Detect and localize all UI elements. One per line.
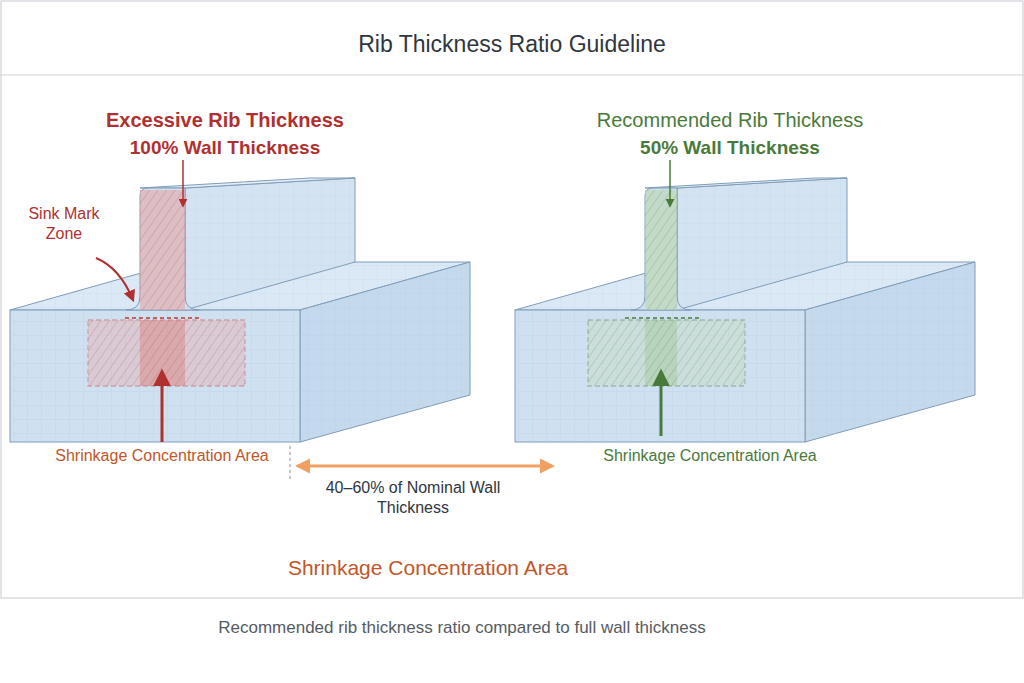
thickness-arrow bbox=[182, 160, 184, 206]
thickness-arrow bbox=[669, 160, 671, 206]
header-rule bbox=[0, 74, 1024, 75]
sink-overlay bbox=[140, 190, 185, 310]
ratio-label: 50% Wall Thickness bbox=[540, 136, 920, 160]
ratio-label: 100% Wall Thickness bbox=[40, 136, 410, 160]
excessive-rib-part bbox=[10, 178, 470, 482]
title: Rib Thickness Ratio Guideline bbox=[212, 30, 812, 59]
callout-label: Shrinkage Concentration Area bbox=[30, 446, 294, 466]
leader-arrow bbox=[96, 258, 133, 300]
callout-label: Sink Mark Zone bbox=[18, 204, 110, 244]
caption: Recommended rib thickness ratio compared… bbox=[112, 617, 812, 638]
dimension-arrow bbox=[298, 465, 552, 468]
shrinkage-zone bbox=[588, 320, 745, 386]
heading: Recommended Rib Thickness bbox=[540, 108, 920, 133]
leader-arrow bbox=[161, 372, 164, 442]
heading: Excessive Rib Thickness bbox=[40, 108, 410, 133]
dimension-tick bbox=[290, 446, 291, 482]
shrinkage-zone bbox=[88, 320, 245, 386]
dimension-label: 40–60% of Nominal Wall Thickness bbox=[318, 478, 508, 518]
callout-label: Shrinkage Concentration Area bbox=[555, 446, 865, 466]
leader-arrow bbox=[660, 372, 663, 436]
note-label: Shrinkage Concentration Area bbox=[228, 555, 628, 581]
outer-frame bbox=[1, 1, 1023, 598]
recommended-rib-part bbox=[515, 178, 975, 442]
